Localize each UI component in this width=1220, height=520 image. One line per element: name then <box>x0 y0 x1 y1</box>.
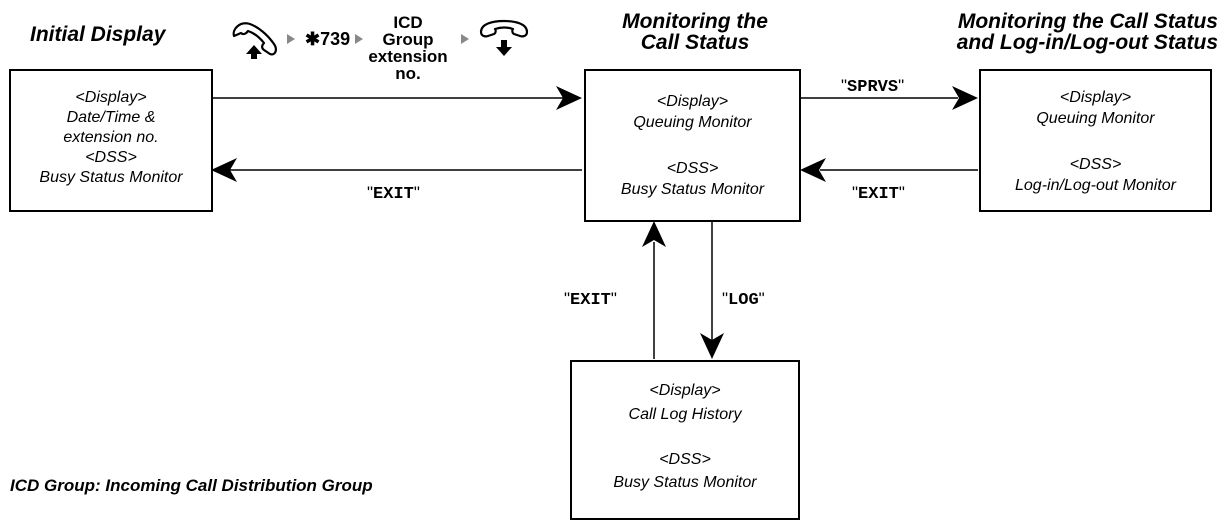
arrowhead-to-monitor-right <box>800 158 826 182</box>
initial-dss-label: <DSS> <box>85 149 137 166</box>
command-exit-left: "EXIT" <box>367 183 420 204</box>
heading-monitoring-call-and-log-status: Monitoring the Call Status and Log-in/Lo… <box>900 11 1218 53</box>
calllog-display-value: Call Log History <box>628 406 742 423</box>
sequence-group-label: ICD Group extension no. <box>368 14 448 82</box>
group-label-line-1: ICD Group <box>382 13 434 49</box>
box-initial-display: <Display> Date/Time & extension no. <DSS… <box>9 69 213 212</box>
heading-monitoring-call-status: Monitoring the Call Status <box>575 11 815 53</box>
handset-offhook-icon <box>232 22 277 59</box>
group-label-line-3: no. <box>395 64 421 83</box>
heading-line-2: Call Status <box>640 31 750 54</box>
command-exit-right-text: EXIT <box>858 185 899 204</box>
arrowhead-down-to-calllog <box>700 333 724 359</box>
handset-onhook-icon <box>479 19 529 56</box>
monitor-dss-value: Busy Status Monitor <box>620 181 765 198</box>
arrowhead-to-monitor <box>556 86 582 110</box>
heading-line-2: and Log-in/Log-out Status <box>956 31 1218 54</box>
heading-line-1: Monitoring the Call Status <box>957 10 1218 33</box>
command-sprvs: "SPRVS" <box>841 76 905 97</box>
footnote-icd-group: ICD Group: Incoming Call Distribution Gr… <box>10 476 373 495</box>
sequence-arrow-3 <box>461 34 469 44</box>
calllog-dss-label: <DSS> <box>659 451 711 468</box>
loginout-dss-label: <DSS> <box>1069 156 1122 173</box>
command-exit-left-text: EXIT <box>373 185 414 204</box>
box-monitoring-call-status: <Display> Queuing Monitor <DSS> Busy Sta… <box>584 69 801 222</box>
sequence-code: ✱739 <box>305 29 351 49</box>
loginout-display-value: Queuing Monitor <box>1036 110 1155 127</box>
monitor-display-value: Queuing Monitor <box>633 114 752 131</box>
initial-display-value-2: extension no. <box>63 129 159 146</box>
initial-dss-value: Busy Status Monitor <box>39 169 183 186</box>
arrowhead-to-loginout <box>952 86 978 110</box>
sequence-arrow-1 <box>287 34 295 44</box>
heading-initial-display: Initial Display <box>30 23 166 46</box>
group-label-line-2: extension <box>368 47 448 66</box>
command-log: "LOG" <box>722 289 765 310</box>
loginout-display-label: <Display> <box>1059 89 1132 106</box>
monitor-display-label: <Display> <box>656 93 729 110</box>
sequence-arrow-2 <box>355 34 363 44</box>
box-loginout-status: <Display> Queuing Monitor <DSS> Log-in/L… <box>979 69 1212 212</box>
command-exit-up: "EXIT" <box>564 289 617 310</box>
command-exit-right: "EXIT" <box>852 183 905 204</box>
command-sprvs-text: SPRVS <box>847 78 899 97</box>
command-exit-up-text: EXIT <box>570 291 611 310</box>
calllog-dss-value: Busy Status Monitor <box>613 474 757 491</box>
calllog-display-label: <Display> <box>649 382 721 399</box>
heading-line-1: Monitoring the <box>622 10 768 33</box>
command-log-text: LOG <box>728 291 759 310</box>
monitor-dss-label: <DSS> <box>666 160 719 177</box>
arrowhead-to-initial <box>211 158 237 182</box>
arrowhead-up-to-monitor <box>642 221 666 247</box>
box-call-log-history: <Display> Call Log History <DSS> Busy St… <box>570 360 800 520</box>
loginout-dss-value: Log-in/Log-out Monitor <box>1015 177 1176 194</box>
initial-display-value-1: Date/Time & <box>66 109 156 126</box>
initial-display-label: <Display> <box>75 89 147 106</box>
